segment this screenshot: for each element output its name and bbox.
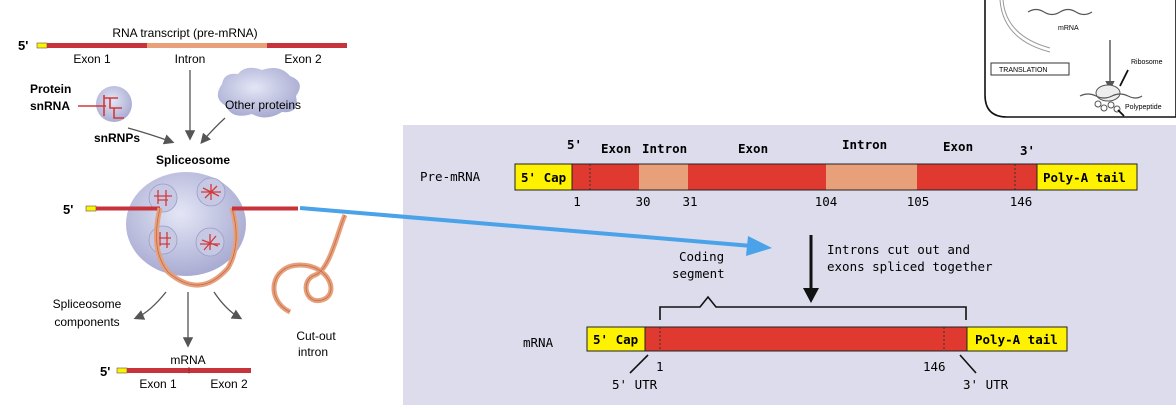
- pos-146: 146: [1010, 194, 1033, 209]
- cutout-label-line1: Cut-out: [296, 329, 336, 343]
- premrna-exon-c: Exon: [943, 139, 973, 154]
- premrna-intron-a: Intron: [642, 141, 687, 156]
- inset-ribosome-label: Ribosome: [1131, 59, 1163, 66]
- other-proteins-blob: [217, 67, 300, 118]
- top-exon1-label: Exon 1: [73, 52, 111, 66]
- cutout-label-line2: intron: [298, 345, 328, 359]
- premrna-cap-label: 5' Cap: [521, 170, 566, 185]
- transcript-title: RNA transcript (pre-mRNA): [112, 26, 257, 40]
- five-prime-bottom: 5': [100, 364, 110, 379]
- spliceosome-label: Spliceosome: [156, 153, 230, 167]
- splicing-caption-line2: exons spliced together: [827, 259, 993, 274]
- top-exon2-bar: [267, 43, 347, 48]
- mrna-polya-label: Poly-A tail: [975, 332, 1058, 347]
- coding-segment-bracket: [659, 295, 967, 320]
- coding-label-line2: segment: [672, 266, 725, 281]
- top-intron-label: Intron: [175, 52, 206, 66]
- mrna-cap-label: 5' Cap: [593, 332, 638, 347]
- top-exon2-label: Exon 2: [284, 52, 322, 66]
- spliceosome-body: [126, 172, 246, 276]
- premrna-cap: [514, 163, 573, 191]
- inset-translation-label: TRANSLATION: [999, 67, 1048, 74]
- utr5-label: 5' UTR: [612, 377, 658, 392]
- mrna-cap: [586, 326, 646, 352]
- premrna-polya-label: Poly-A tail: [1043, 170, 1126, 185]
- utr3-label: 3' UTR: [963, 377, 1009, 392]
- inset-polypeptide-beads: [1094, 100, 1121, 113]
- components-label-line2: components: [54, 315, 119, 329]
- premrna-intron-b: Intron: [842, 137, 887, 152]
- pos-104: 104: [815, 194, 838, 209]
- mrna-bar: [586, 326, 1068, 352]
- snrna-label: snRNA: [30, 99, 70, 113]
- premrna-exon-a: Exon: [601, 141, 631, 156]
- translation-inset: mRNA TRANSLATION Ribosome Polypeptide: [984, 0, 1176, 118]
- mrna-label: mRNA: [523, 335, 554, 350]
- five-prime-top: 5': [18, 38, 28, 53]
- inset-polypeptide-label: Polypeptide: [1125, 104, 1162, 111]
- blue-connector-arrowhead: [746, 236, 772, 256]
- spliceosome-snrna-strands: [154, 184, 221, 251]
- bottom-mrna-label: mRNA: [170, 353, 205, 367]
- premrna-label: Pre-mRNA: [420, 169, 481, 184]
- premrna-positions: 1 30 31 104 105 146: [573, 194, 1032, 209]
- premrna-exon2: [688, 164, 826, 190]
- bottom-exon1-bar: [127, 368, 189, 373]
- pos-31: 31: [682, 194, 697, 209]
- coding-label-line1: Coding: [679, 249, 724, 264]
- splicing-caption-line1: Introns cut out and: [827, 242, 970, 257]
- premrna-intron2: [826, 164, 917, 190]
- other-proteins-label: Other proteins: [225, 98, 301, 112]
- pos-30: 30: [635, 194, 650, 209]
- five-prime-mid: 5': [63, 202, 73, 217]
- premrna-five-prime: 5': [567, 137, 582, 152]
- protein-label: Protein: [30, 82, 71, 96]
- bottom-exon1-label: Exon 1: [139, 377, 177, 391]
- pos-1: 1: [573, 194, 581, 209]
- premrna-exon-b: Exon: [738, 141, 768, 156]
- components-label-line1: Spliceosome: [53, 297, 122, 311]
- splicing-arrowhead: [803, 288, 819, 303]
- snrnps-label: snRNPs: [94, 131, 140, 145]
- blue-connector-arrow: [299, 206, 753, 248]
- inset-translation-box: [990, 62, 1070, 76]
- premrna-region-labels: 5' Exon Intron Exon Intron Exon 3': [567, 137, 1035, 158]
- inset-mrna-strand: [1027, 8, 1093, 16]
- pos-105: 105: [907, 194, 930, 209]
- top-exon1-bar: [47, 43, 147, 48]
- premrna-intron1: [639, 164, 688, 190]
- bottom-cap: [116, 367, 128, 374]
- mrna-coding: [644, 326, 968, 352]
- mid-cap: [85, 205, 97, 212]
- inset-mrna-label: mRNA: [1058, 25, 1079, 32]
- top-intron-bar: [147, 43, 267, 48]
- bottom-exon2-bar: [189, 368, 251, 373]
- premrna-exon3: [917, 164, 1037, 190]
- premrna-three-prime: 3': [1020, 143, 1035, 158]
- premrna-exon1: [572, 164, 639, 190]
- snrnp-particle: [96, 86, 132, 122]
- top-cap: [36, 42, 48, 49]
- inset-ribosome: [1095, 84, 1121, 102]
- mrna-start-pos: 1: [656, 359, 664, 374]
- snrna-strand: [78, 95, 124, 119]
- premrna-bar: [514, 163, 1138, 191]
- bottom-exon2-label: Exon 2: [210, 377, 248, 391]
- mrna-end-pos: 146: [923, 359, 946, 374]
- mrna-polya: [966, 326, 1068, 352]
